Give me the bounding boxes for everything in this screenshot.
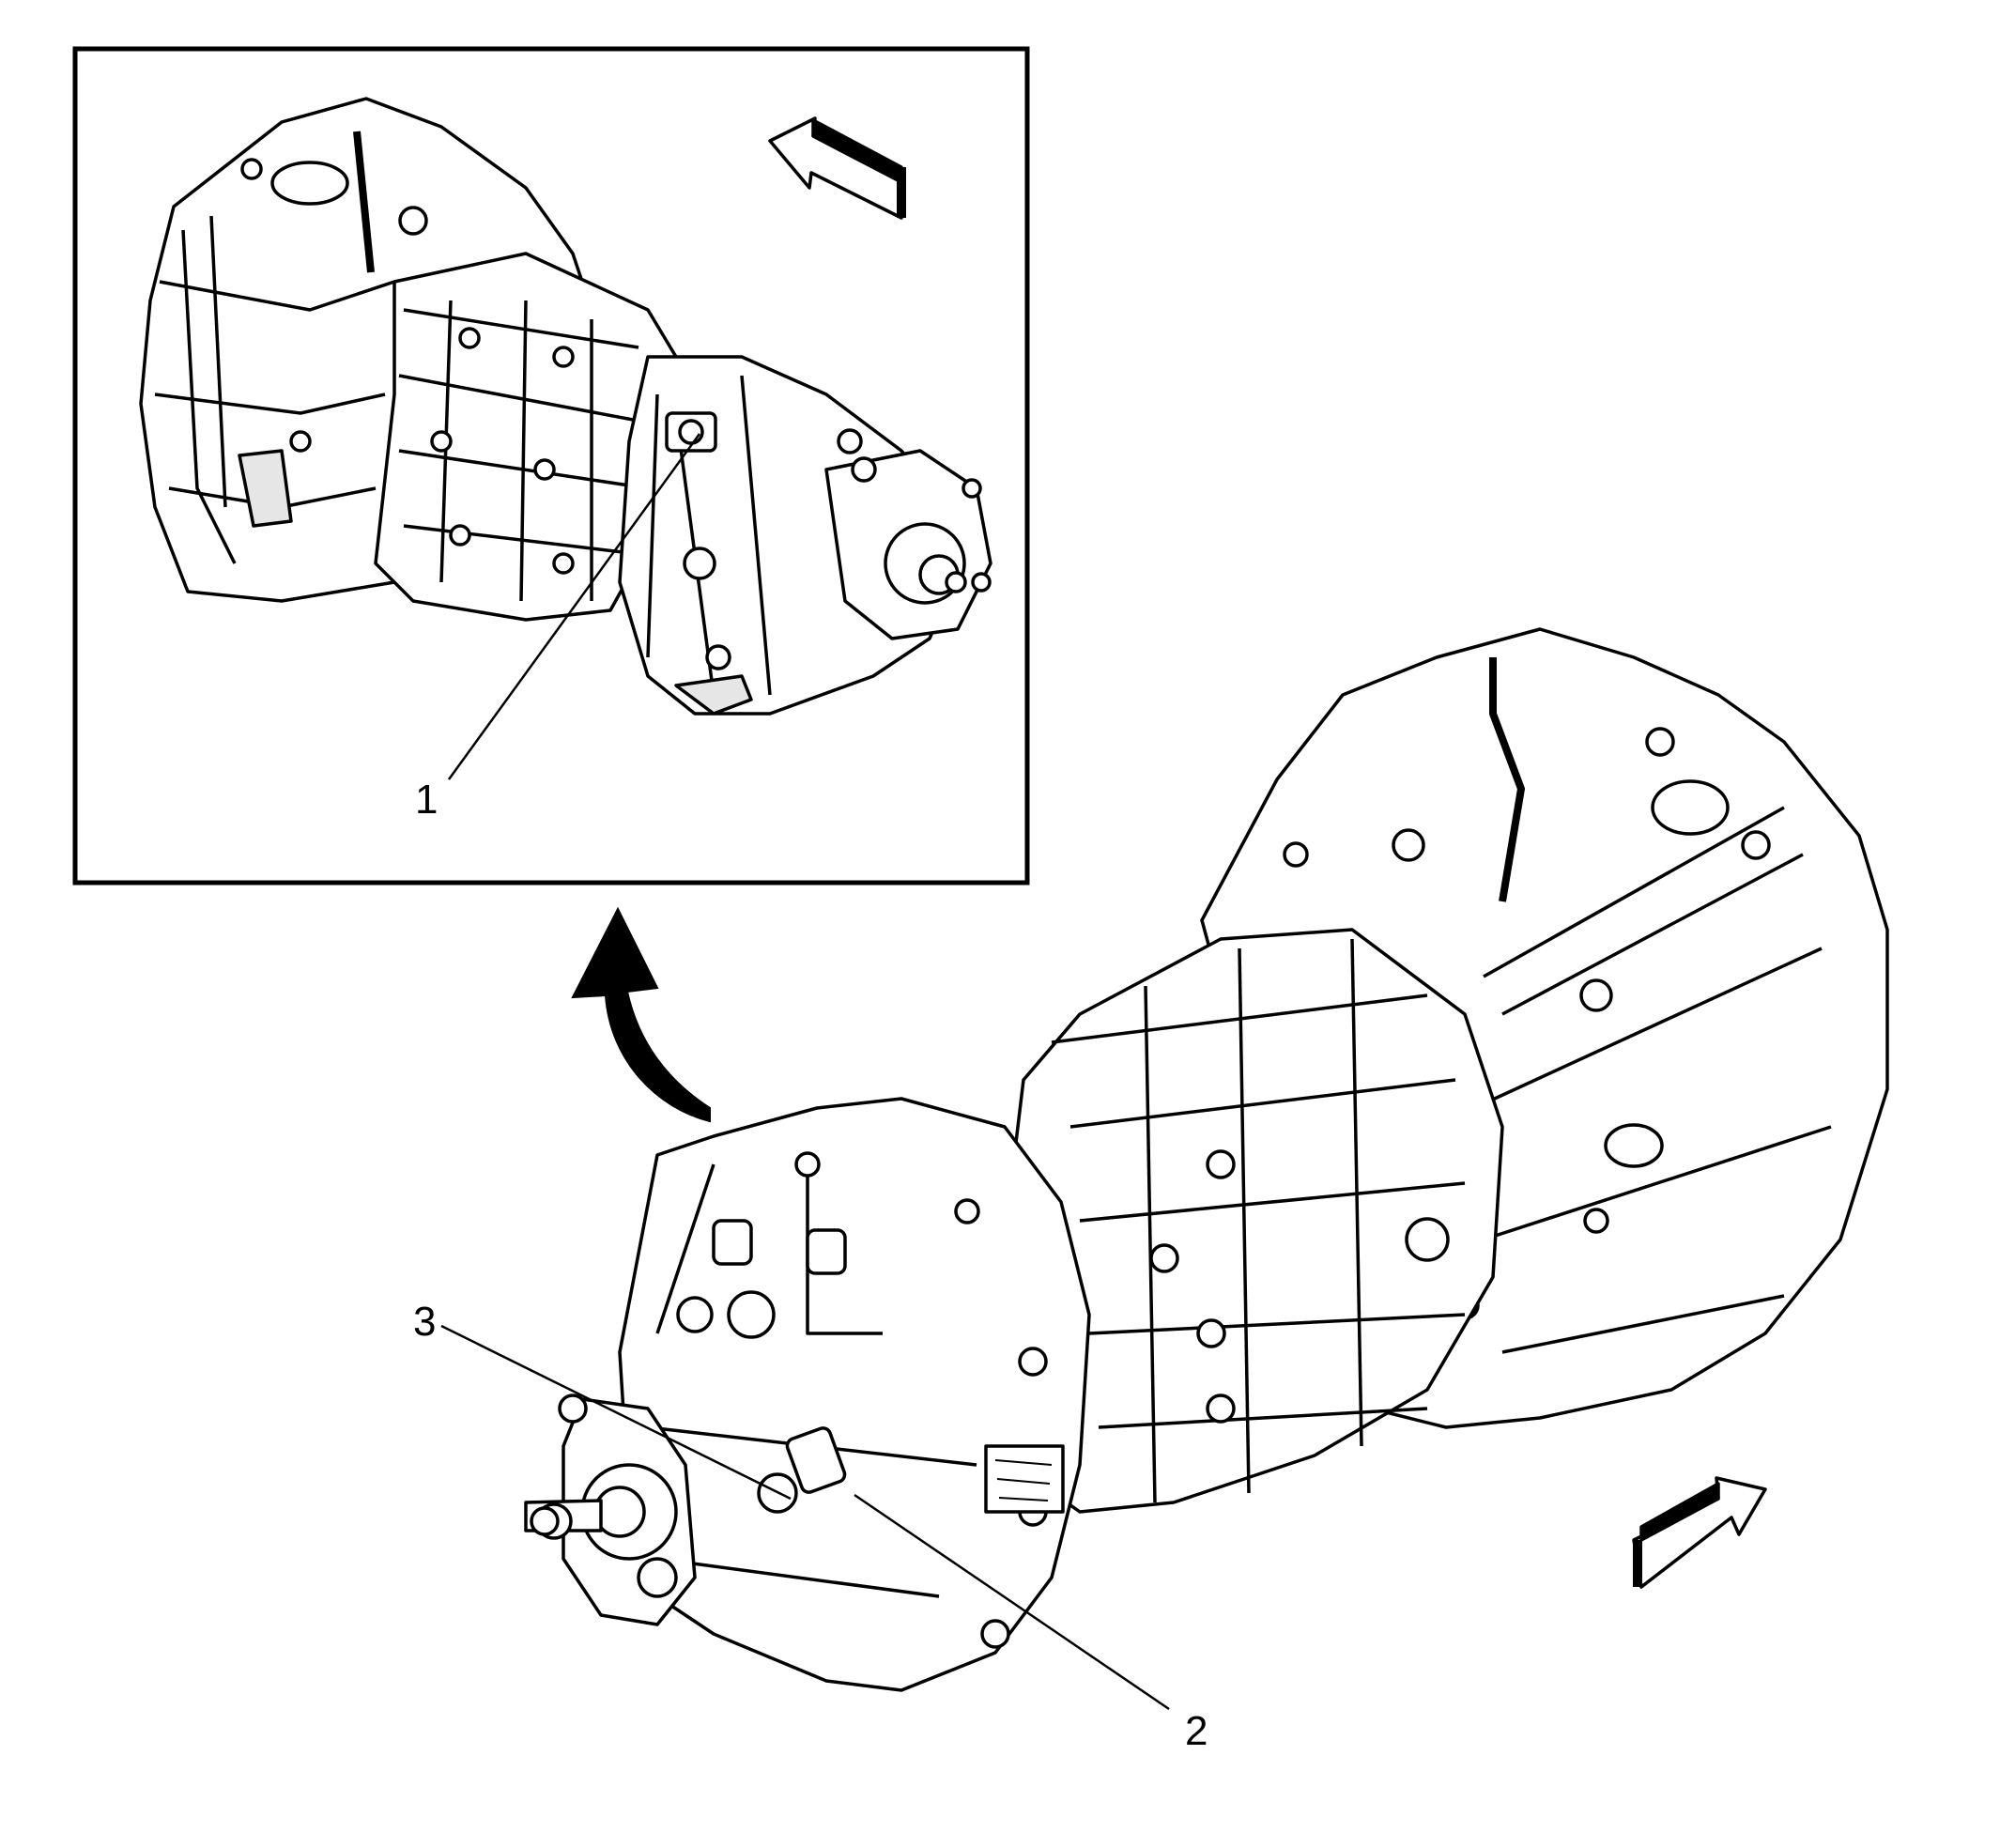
callout-2-label: 2 xyxy=(1185,1708,1208,1754)
callout-3-leader xyxy=(440,1324,792,1501)
callout-1-label: 1 xyxy=(415,777,438,823)
curved-arrow-icon xyxy=(571,906,711,1123)
direction-arrow-icon xyxy=(768,116,906,220)
callout-3-label: 3 xyxy=(413,1299,436,1345)
callout-2-leader xyxy=(854,1493,1170,1711)
main-transmission xyxy=(524,627,1889,1692)
direction-arrow-icon xyxy=(1632,1476,1767,1589)
callout-1-leader xyxy=(447,433,701,780)
inset-transmission xyxy=(139,97,992,716)
